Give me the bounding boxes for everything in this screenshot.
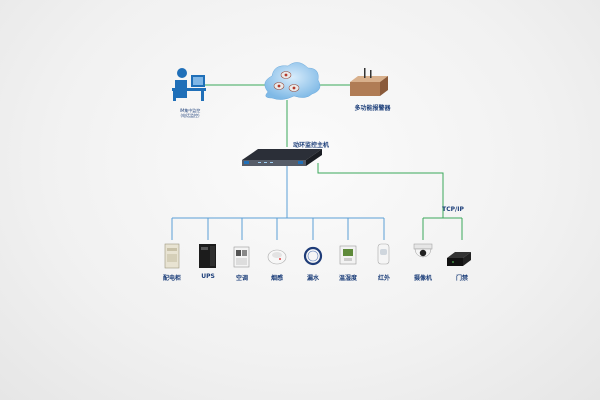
device-label: 配电柜 <box>162 275 181 282</box>
air-conditioner-icon <box>233 246 250 268</box>
device-label: UPS <box>201 273 215 280</box>
device-label: 摄像机 <box>413 275 432 282</box>
device-label: 空调 <box>235 275 248 282</box>
water-leak-icon <box>303 246 323 266</box>
device-label: 红外 <box>377 275 390 282</box>
temp-humidity-icon <box>339 245 357 265</box>
ups-icon <box>199 244 216 268</box>
alarm-label: 多功能报警器 <box>354 105 391 112</box>
device-label: 漏水 <box>306 275 319 282</box>
host-label: 动环监控主机 <box>292 142 329 149</box>
infrared-icon <box>377 243 390 265</box>
device-label: 温湿度 <box>338 275 357 282</box>
camera-icon <box>413 243 433 258</box>
smoke-detector-icon <box>267 249 287 265</box>
access-control-icon <box>447 252 471 266</box>
tcp-ip-label: TCP/IP <box>442 206 464 213</box>
monitor-center-label: IM集中监控 <box>179 108 201 113</box>
device-label: 门禁 <box>455 275 468 282</box>
device-label: 烟感 <box>270 275 283 282</box>
monitor-center-sublabel: (电话监控) <box>180 113 200 118</box>
distribution-cabinet-icon <box>164 243 180 269</box>
